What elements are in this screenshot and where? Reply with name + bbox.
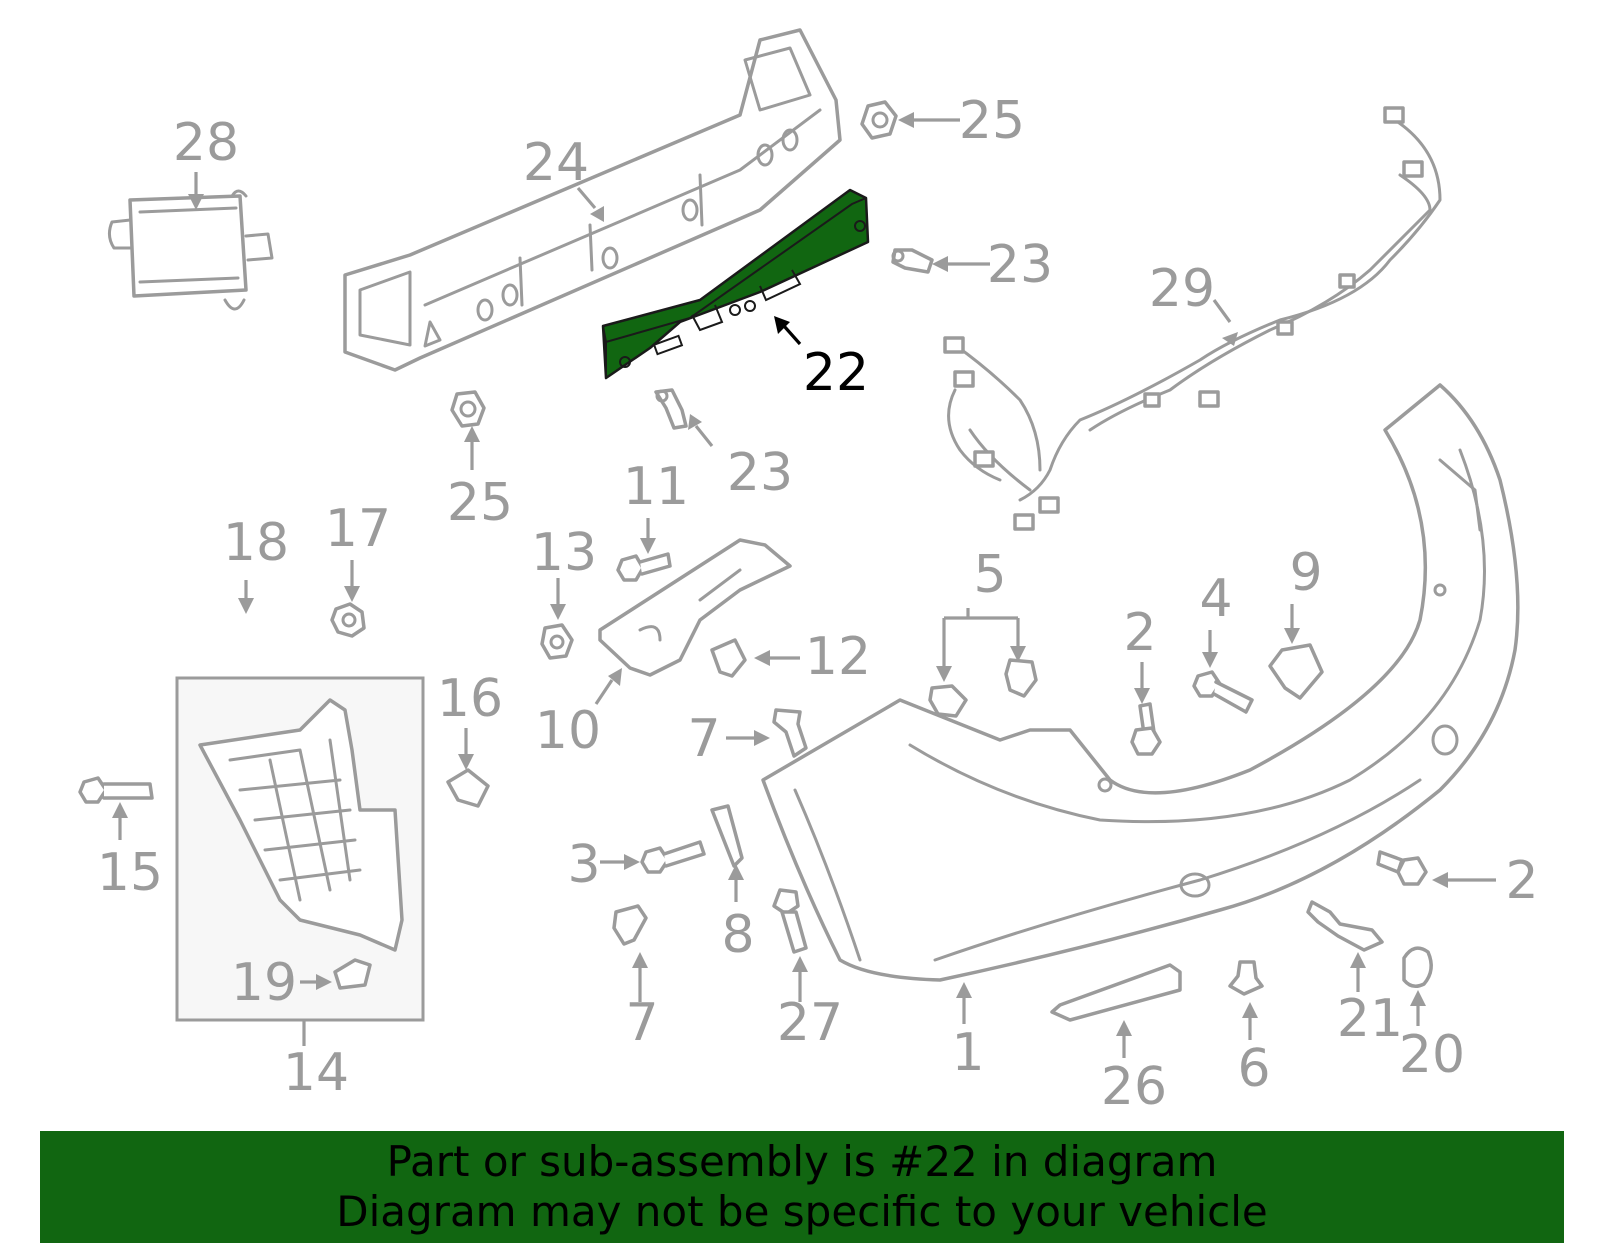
- callout-28: 28: [173, 113, 239, 173]
- callout-9: 9: [1289, 543, 1322, 603]
- callout-24: 24: [523, 133, 589, 193]
- callout-3: 3: [567, 835, 600, 895]
- callout-14: 14: [283, 1043, 349, 1103]
- callout-16: 16: [437, 669, 503, 729]
- callout-25-lower: 25: [447, 473, 513, 533]
- callout-6: 6: [1237, 1039, 1270, 1099]
- part-1-bumper-cover: [761, 383, 1520, 982]
- callout-13: 13: [531, 523, 597, 583]
- callout-5: 5: [973, 545, 1006, 605]
- info-banner: Part or sub-assembly is #22 in diagram D…: [40, 1131, 1564, 1243]
- callout-10: 10: [535, 701, 601, 761]
- callout-29: 29: [1149, 259, 1215, 319]
- part-28-module: [107, 189, 274, 311]
- part-12-clip: [710, 638, 747, 678]
- callout-19: 19: [231, 953, 297, 1013]
- part-17-nut: [330, 602, 366, 638]
- callout-2-upper: 2: [1123, 603, 1156, 663]
- callout-12: 12: [805, 627, 871, 687]
- callout-4: 4: [1199, 569, 1232, 629]
- part-25-nut-upper: [860, 100, 898, 140]
- part-27-bolt: [772, 888, 808, 954]
- callout-11: 11: [623, 457, 689, 517]
- callout-23-lower: 23: [727, 443, 793, 503]
- callout-22: 22: [803, 343, 869, 403]
- part-15-bolt: [78, 776, 154, 804]
- part-22-absorber: [601, 188, 870, 380]
- callout-8: 8: [721, 905, 754, 965]
- part-25-nut-lower: [450, 390, 486, 428]
- part-14-box: [175, 676, 425, 1022]
- leader-lines: [112, 112, 1496, 1058]
- part-3-bolt: [640, 840, 706, 874]
- part-16-clip: [446, 768, 490, 808]
- callout-20: 20: [1399, 1025, 1465, 1085]
- banner-line-part: Part or sub-assembly is #22 in diagram: [386, 1137, 1218, 1186]
- callout-18: 18: [223, 513, 289, 573]
- callout-17: 17: [325, 499, 391, 559]
- part-2-bolt-b: [1376, 850, 1428, 886]
- part-26-reflector: [1050, 963, 1182, 1022]
- banner-line-disclaimer: Diagram may not be specific to your vehi…: [336, 1187, 1268, 1236]
- callout-15: 15: [97, 843, 163, 903]
- part-8-bracket: [710, 804, 744, 868]
- callout-26: 26: [1101, 1057, 1167, 1117]
- part-20-cap: [1402, 946, 1433, 988]
- part-7-clip-a: [772, 708, 808, 758]
- part-21-clip: [1306, 900, 1384, 952]
- part-9-bracket: [1268, 643, 1324, 700]
- part-5-clips: [928, 658, 1038, 718]
- part-23-clip-upper: [891, 248, 934, 274]
- callout-1: 1: [951, 1023, 984, 1083]
- part-4-bolt: [1192, 670, 1254, 714]
- part-6-clip: [1228, 960, 1264, 996]
- part-10-bracket: [598, 538, 792, 677]
- part-7-clip-b: [612, 904, 648, 946]
- callout-23-upper: 23: [987, 235, 1053, 295]
- part-11-bolt: [616, 552, 672, 582]
- part-29-harness: [943, 106, 1442, 531]
- callout-7-upper: 7: [687, 709, 720, 769]
- callout-25-upper: 25: [959, 91, 1025, 151]
- callout-labels: 28 24 25 23 22 29 25 23 11 18 17 13 5 9 …: [97, 91, 1539, 1117]
- part-13-nut: [540, 623, 574, 660]
- callout-27: 27: [777, 993, 843, 1053]
- part-23-clip-lower: [654, 388, 688, 430]
- callout-2-lower: 2: [1505, 851, 1538, 911]
- callout-21: 21: [1337, 989, 1403, 1049]
- part-2-bolt-a: [1130, 702, 1162, 756]
- callout-7-lower: 7: [625, 993, 658, 1053]
- part-24-reinforcement: [343, 28, 842, 372]
